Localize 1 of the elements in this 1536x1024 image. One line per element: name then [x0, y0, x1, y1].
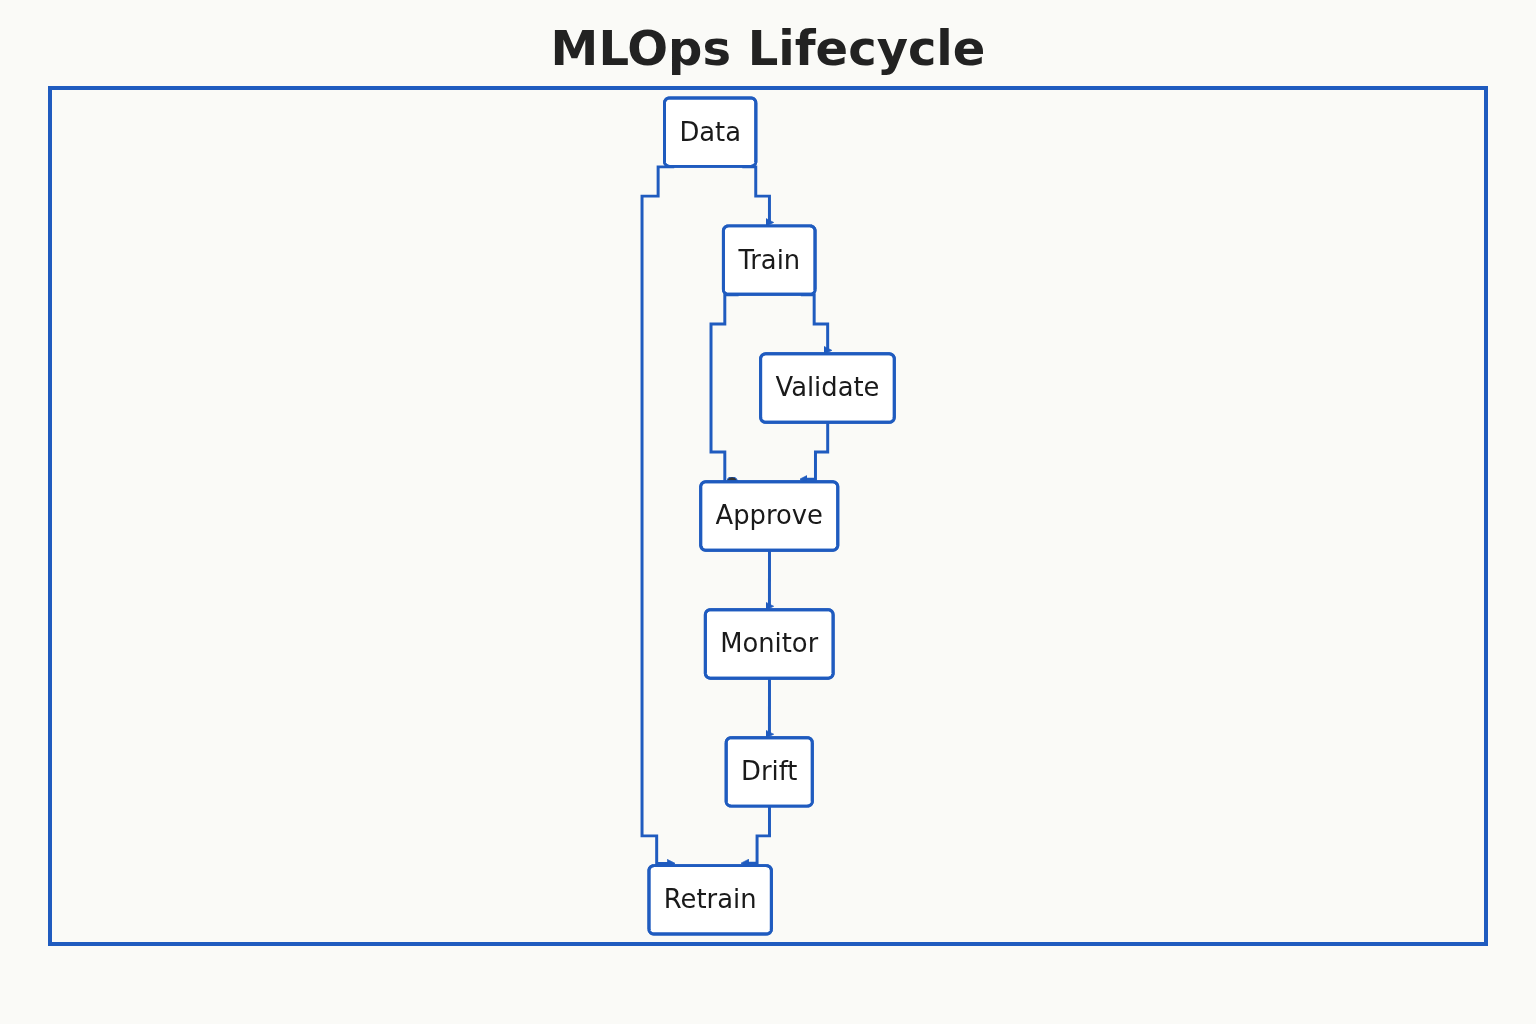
diagram-title: MLOps Lifecycle [549, 20, 987, 76]
